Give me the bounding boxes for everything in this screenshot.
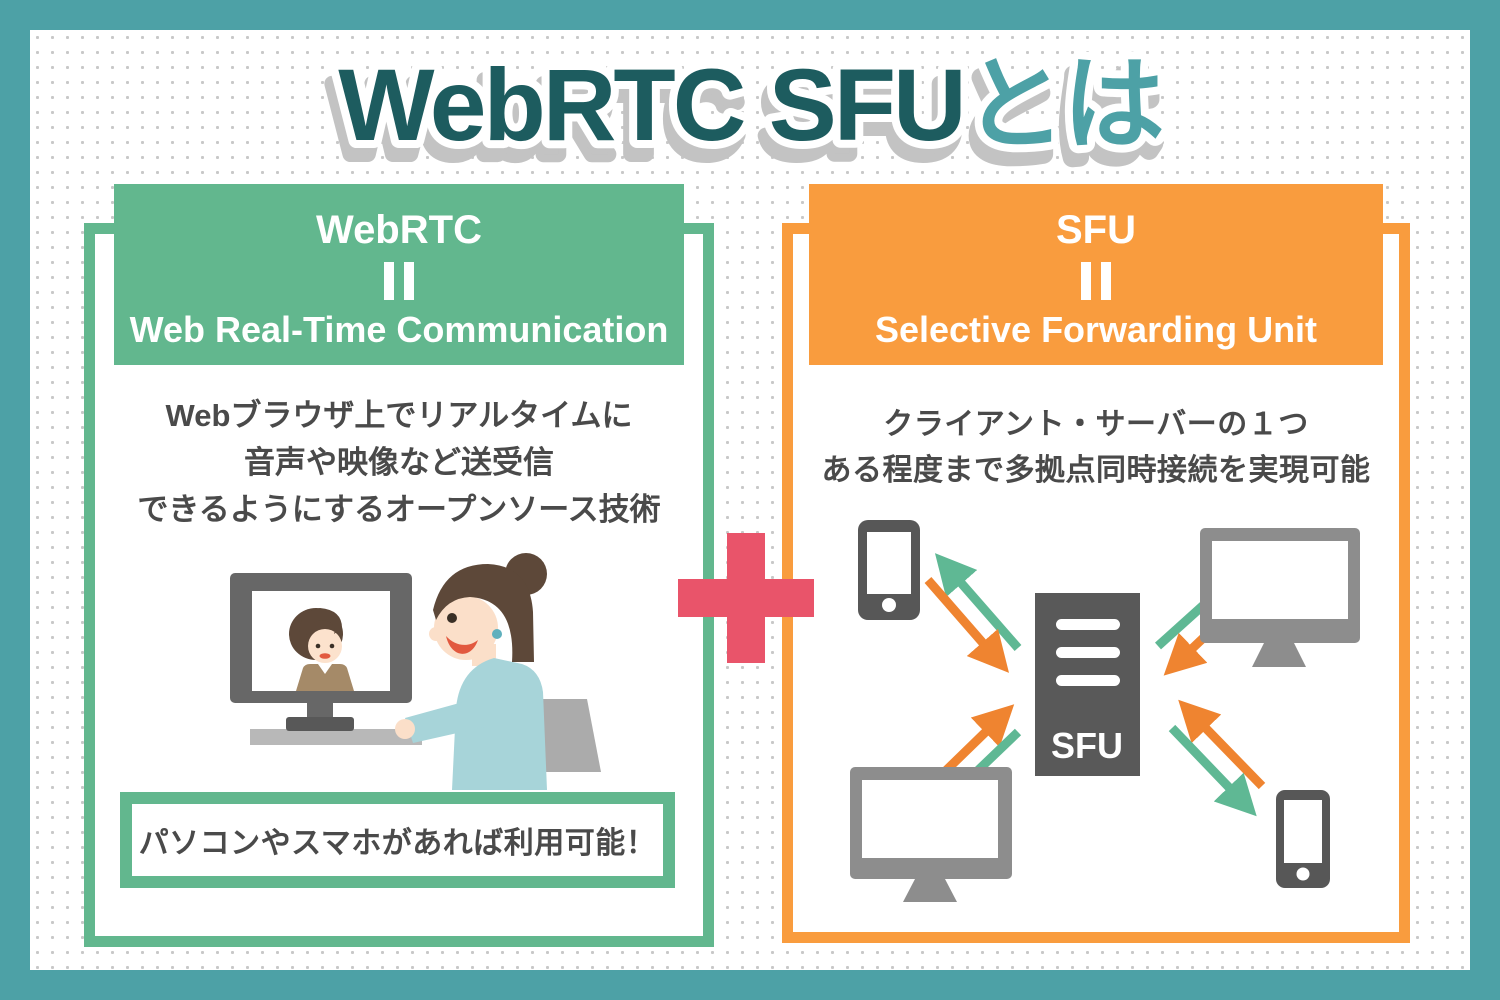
server-label: SFU (1051, 725, 1123, 766)
sfu-diagram: SFU (850, 520, 1360, 902)
webrtc-description-line: 音声や映像など送受信 (244, 445, 554, 480)
webrtc-header-title: WebRTC (316, 208, 482, 252)
sfu-header: SFU Selective Forwarding Unit (809, 184, 1383, 365)
callout-box: パソコンやスマホがあれば利用可能！ (120, 792, 675, 888)
equals-icon (384, 262, 414, 300)
webrtc-description-line: できるようにするオープンソース技術 (137, 492, 661, 527)
callout-text: パソコンやスマホがあれば利用可能！ (138, 827, 657, 860)
sfu-header-subtitle: Selective Forwarding Unit (874, 309, 1318, 350)
woman (395, 553, 547, 790)
webrtc-description-line: Webブラウザ上でリアルタイムに (165, 398, 633, 433)
sfu-description-line: クライアント・サーバーの１つ (883, 408, 1309, 441)
arrow-green-down-right (1168, 724, 1257, 817)
plus-icon (678, 533, 814, 663)
desk (250, 729, 422, 745)
sfu-description: クライアント・サーバーの１つ ある程度まで多拠点同時接続を実現可能 (793, 402, 1399, 494)
equals-icon (1081, 262, 1111, 300)
page-title: WebRTC SFUとは WebRTC SFUとは (324, 40, 1172, 182)
monitor-icon (1200, 528, 1360, 667)
arrow-orange-down-right (924, 577, 1010, 673)
video-call-illustration (230, 553, 601, 790)
monitor-icon (850, 767, 1012, 902)
remote-person (289, 608, 354, 691)
page-title-text: WebRTC SFUとは (338, 48, 1161, 162)
smartphone-icon (1276, 790, 1330, 888)
webrtc-header-subtitle: Web Real-Time Communication (129, 309, 669, 350)
webrtc-description: Webブラウザ上でリアルタイムに 音声や映像など送受信 できるようにするオープン… (95, 392, 703, 533)
server-icon: SFU (1035, 593, 1140, 776)
arrow-orange-up-left (1178, 699, 1266, 790)
smartphone-icon (858, 520, 920, 620)
webrtc-header: WebRTC Web Real-Time Communication (114, 184, 684, 365)
arrow-green-up-left (934, 553, 1022, 651)
sfu-header-title: SFU (1056, 208, 1136, 252)
sfu-description-line: ある程度まで多拠点同時接続を実現可能 (821, 454, 1371, 487)
page-title-shadow: WebRTC SFUとは (332, 62, 1155, 176)
